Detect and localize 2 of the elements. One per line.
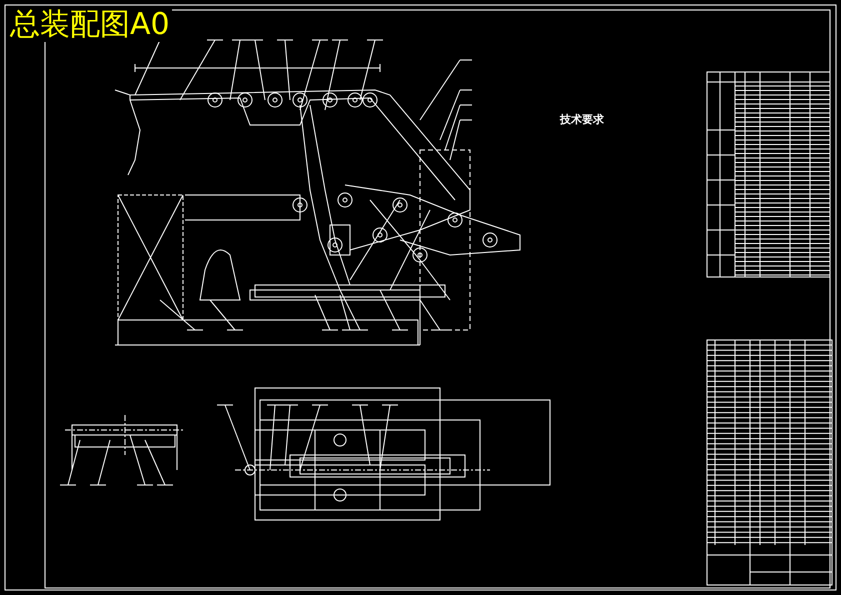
requirements-heading: 技术要求 xyxy=(560,112,604,127)
drawing-title: 总装配图A0 xyxy=(8,8,172,42)
